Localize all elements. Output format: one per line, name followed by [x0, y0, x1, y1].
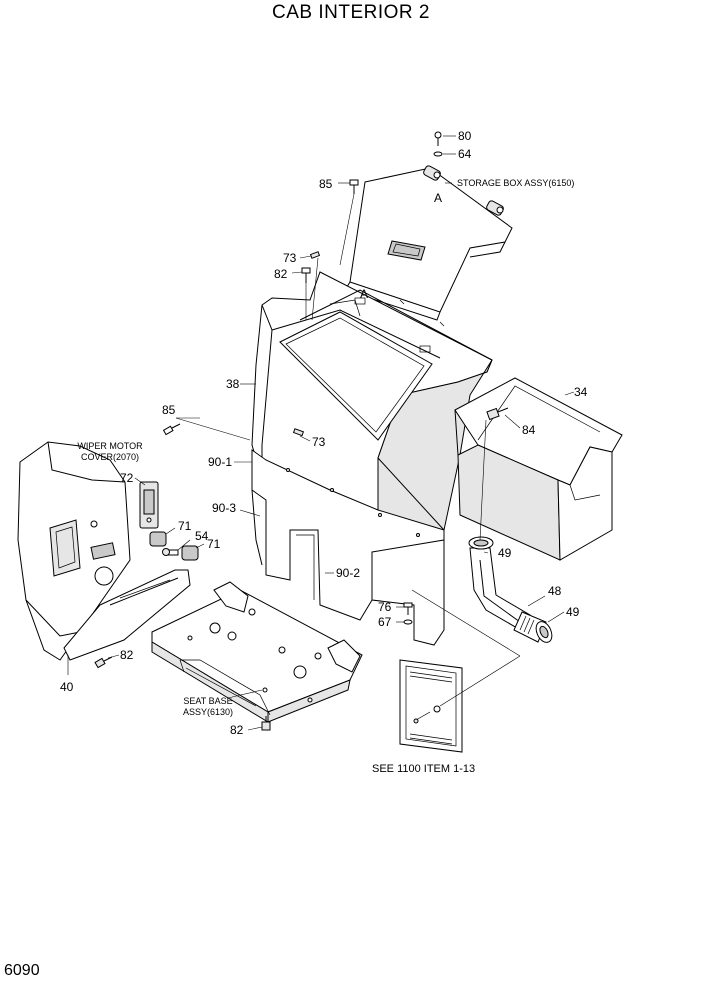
bolt-80: [434, 131, 442, 146]
wiper-motor-cover-40: [17, 441, 131, 661]
note-storage-box-assy: STORAGE BOX ASSY(6150): [457, 178, 574, 188]
callout-73-lower: 73: [312, 435, 326, 449]
bolt-76: [403, 602, 413, 615]
bolt-84: [486, 407, 509, 421]
callout-71-upper: 71: [178, 519, 192, 533]
callout-82-left: 82: [120, 648, 134, 662]
callout-67: 67: [378, 615, 392, 629]
callout-34: 34: [574, 385, 588, 399]
lid-hinge-left: [423, 165, 441, 181]
washer-67: [403, 619, 413, 625]
reference-card: [399, 659, 463, 753]
screw-54: [162, 548, 179, 556]
duct-fitting-49-upper: [468, 536, 494, 550]
bolt-82-upper: [301, 267, 311, 283]
note-wiper-motor-line1: WIPER MOTOR: [77, 441, 143, 451]
rear-panel-38: [251, 271, 493, 541]
note-seat-base-line2: ASSY(6130): [183, 707, 233, 717]
callout-labels: 80 64 85 A 73 82 A 38 34 85 84 73 90-1 7…: [60, 129, 588, 737]
rubber-block-71-lower: [181, 545, 199, 561]
pin-73-lower: [292, 428, 305, 437]
diagram-title: CAB INTERIOR 2: [272, 2, 430, 23]
note-seat-base-line1: SEAT BASE: [183, 696, 232, 706]
ref-a-lower: A: [360, 287, 368, 301]
callout-90-3: 90-3: [212, 501, 236, 515]
leader-lines: [67, 135, 575, 731]
callout-90-2: 90-2: [336, 566, 360, 580]
callout-85-upper: 85: [319, 177, 333, 191]
callout-71-lower: 71: [207, 537, 221, 551]
duct-fitting-49-lower: [513, 611, 553, 643]
callout-84: 84: [522, 423, 536, 437]
side-plate-90-3: [371, 539, 445, 646]
lid-hinge-right: [486, 200, 504, 216]
callout-38: 38: [226, 377, 240, 391]
callout-64: 64: [458, 147, 472, 161]
storage-box-lid: [344, 167, 513, 321]
washer-64: [433, 151, 443, 157]
switch-72: [139, 481, 159, 529]
callout-73-upper: 73: [283, 251, 297, 265]
bolt-85-upper: [349, 179, 359, 194]
seat-base-assy: [151, 581, 363, 723]
bolt-82-lower: [261, 716, 271, 731]
callout-48: 48: [548, 584, 562, 598]
callout-49-upper: 49: [498, 546, 512, 560]
callout-80: 80: [458, 129, 472, 143]
page-number: 6090: [4, 962, 40, 979]
ref-a-upper: A: [434, 191, 442, 205]
note-wiper-motor-line2: COVER(2070): [81, 452, 139, 462]
bolt-85-lower: [162, 423, 181, 436]
bolt-82-left: [94, 656, 113, 669]
pin-73-upper: [309, 251, 321, 259]
callout-76: 76: [378, 600, 392, 614]
callout-85-lower: 85: [162, 403, 176, 417]
callout-82-lower: 82: [230, 723, 244, 737]
side-trim-40: [63, 569, 191, 661]
callout-90-1: 90-1: [208, 455, 232, 469]
cover-plate-90-1: [251, 449, 445, 621]
rubber-block-71-upper: [149, 531, 167, 547]
storage-box-34: [454, 377, 623, 561]
note-see-reference: SEE 1100 ITEM 1-13: [372, 763, 475, 775]
callout-54: 54: [195, 529, 209, 543]
callout-40: 40: [60, 680, 74, 694]
notes: STORAGE BOX ASSY(6150) WIPER MOTOR COVER…: [77, 178, 574, 775]
callout-82-upper: 82: [274, 267, 288, 281]
callout-49-lower: 49: [566, 605, 580, 619]
callout-72: 72: [120, 471, 134, 485]
